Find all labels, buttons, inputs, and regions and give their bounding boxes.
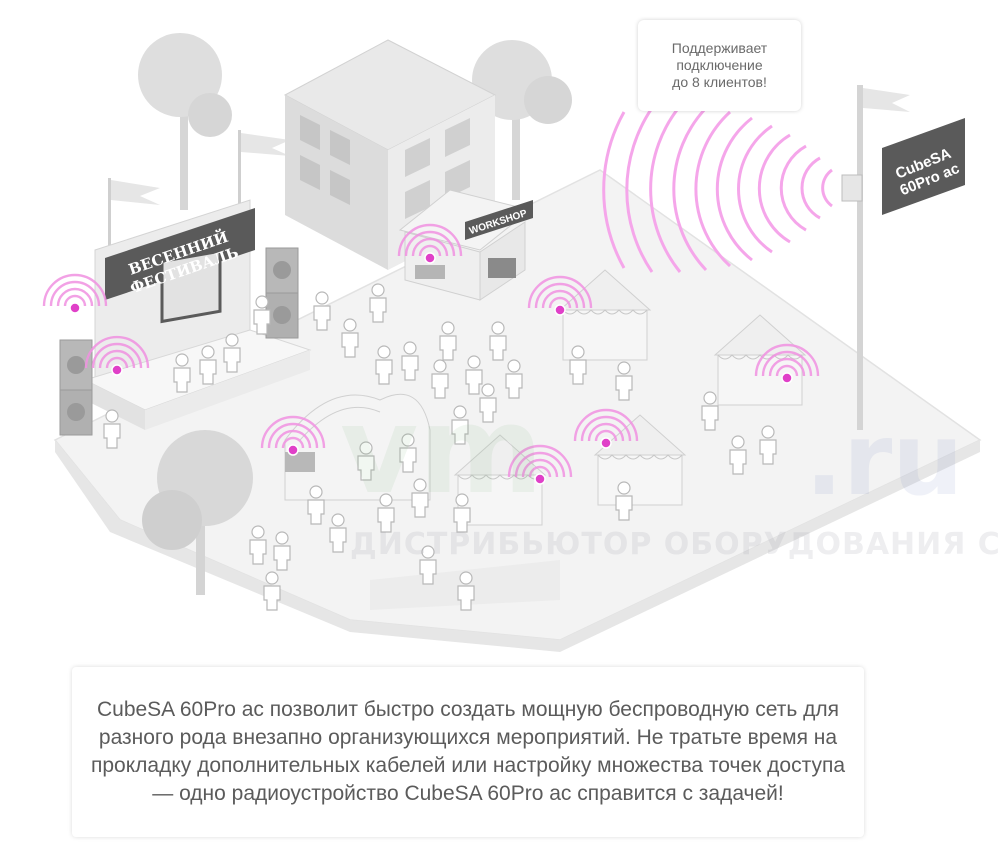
arched-pavilion bbox=[284, 393, 431, 501]
speaker-stack-left bbox=[59, 339, 93, 436]
access-point-4 bbox=[397, 223, 463, 264]
tree-left-back bbox=[138, 33, 232, 210]
access-point-6 bbox=[573, 408, 639, 449]
flag-left bbox=[108, 178, 160, 268]
access-point-7 bbox=[507, 444, 573, 485]
description-text: CubeSA 60Pro ac позволит быстро создать … bbox=[90, 698, 845, 805]
person-figure bbox=[615, 481, 633, 521]
watermark-logo: vm bbox=[340, 382, 544, 521]
flag-mid bbox=[238, 130, 290, 210]
access-point-8 bbox=[754, 343, 820, 384]
access-point-2 bbox=[84, 335, 150, 376]
stage bbox=[83, 199, 312, 430]
person-figure bbox=[569, 345, 587, 385]
callout-line-2: подключение bbox=[676, 57, 763, 73]
wifi-beam bbox=[602, 105, 833, 273]
description-card: CubeSA 60Pro ac позволит быстро создать … bbox=[72, 667, 864, 837]
festival-illustration: ВЕСЕННИЙ ФЕСТИВАЛЬ WORKSHOP bbox=[42, 33, 982, 652]
watermark-slogan: ДИСТРИБЬЮТОР ОБОРУДОВАНИЯ СВЯЗИ bbox=[350, 527, 1000, 562]
person-figure bbox=[615, 361, 633, 401]
client-access-points bbox=[42, 223, 820, 485]
watermark-tld: .ru bbox=[805, 401, 964, 518]
speaker-stack-right bbox=[265, 247, 299, 339]
access-point-5 bbox=[527, 275, 593, 316]
person-figure bbox=[729, 435, 747, 475]
access-point-3 bbox=[260, 415, 326, 456]
person-figure bbox=[103, 409, 121, 449]
person-figure bbox=[759, 425, 777, 465]
person-figure bbox=[701, 391, 719, 431]
callout-line-3: до 8 клиентов! bbox=[672, 74, 767, 90]
person-figure bbox=[263, 571, 281, 611]
access-point-1 bbox=[42, 273, 108, 314]
callout-line-1: Поддерживает bbox=[671, 40, 768, 56]
device-pole bbox=[841, 85, 965, 430]
tree-front-left bbox=[142, 430, 253, 595]
clients-callout: Поддерживает подключение до 8 клиентов! bbox=[638, 20, 801, 111]
ground-platform bbox=[53, 169, 982, 652]
